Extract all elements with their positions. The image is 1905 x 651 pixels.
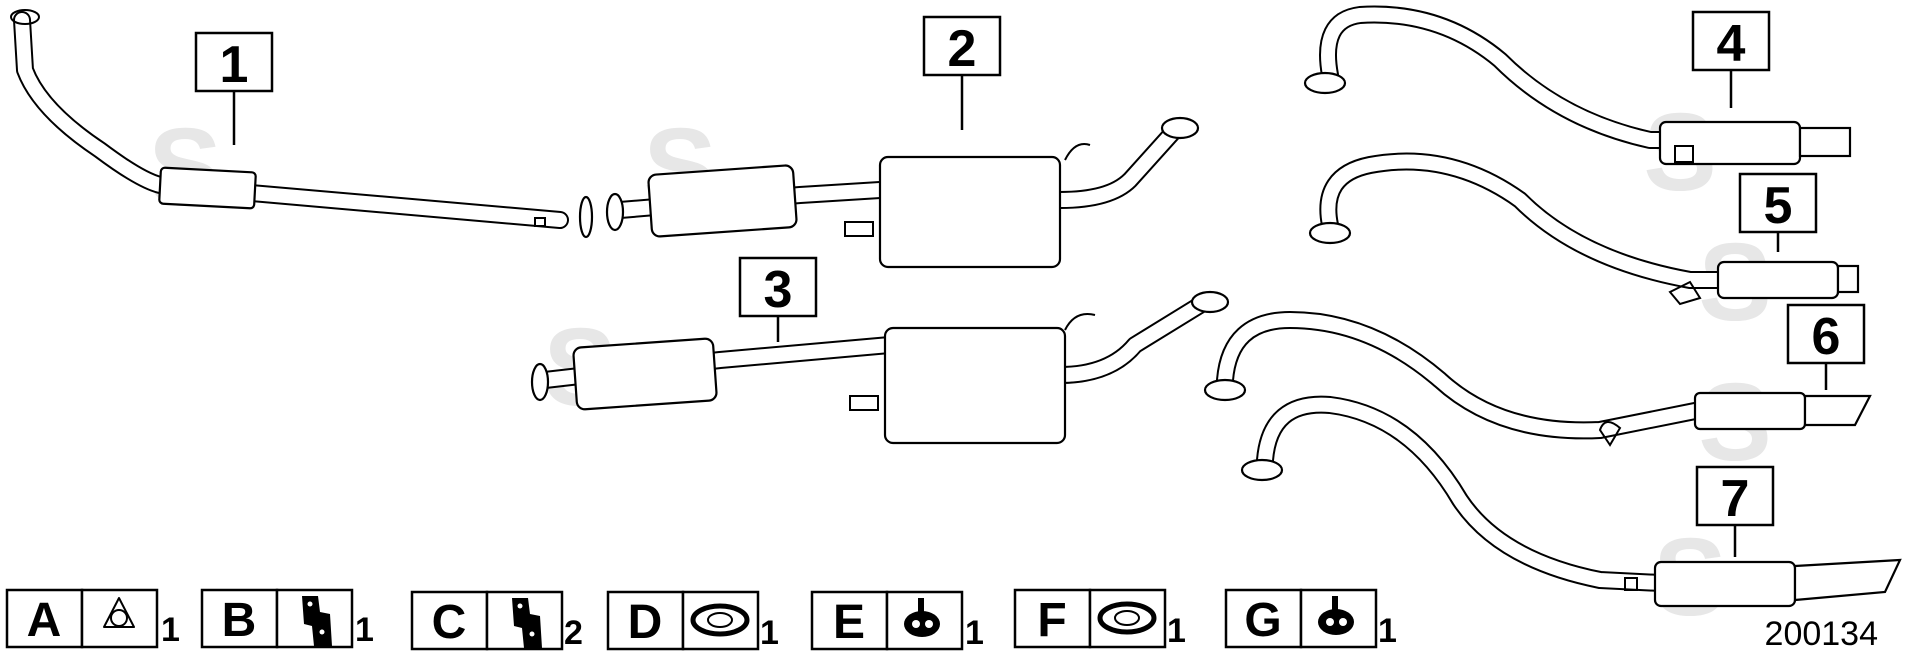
legend-letter: D [628, 596, 663, 649]
legend-item-a: A 1 [5, 588, 180, 649]
legend: A 1 B 1 C [5, 588, 1397, 651]
legend-qty: 1 [355, 611, 374, 649]
part-2-muffler-assembly [605, 116, 1200, 269]
legend-qty: 1 [161, 611, 180, 649]
diagram-id: 200134 [1765, 615, 1878, 651]
legend-item-e: E 1 [810, 590, 984, 651]
callout-label: 7 [1721, 470, 1750, 528]
callout-label: 5 [1764, 177, 1793, 235]
mounting-bracket-icon [302, 596, 332, 646]
part-6-rear-pipe [1203, 311, 1872, 447]
mounting-bracket-icon [512, 598, 542, 648]
callout-1: 1 [194, 31, 274, 145]
callout-5: 5 [1738, 172, 1818, 252]
legend-qty: 1 [965, 614, 984, 651]
oval-gasket-icon [1097, 601, 1157, 635]
oval-gasket-icon [690, 603, 750, 637]
callout-label: 4 [1717, 15, 1746, 73]
legend-letter: E [833, 596, 865, 649]
callout-6: 6 [1786, 303, 1866, 390]
flange-gasket-icon [103, 597, 135, 628]
part-3-muffler-assembly [530, 290, 1230, 445]
rubber-hanger-icon [1318, 596, 1354, 635]
legend-item-g: G 1 [1224, 588, 1397, 650]
legend-letter: F [1037, 594, 1066, 647]
legend-letter: G [1244, 594, 1281, 647]
part-4-rear-pipe [1303, 5, 1852, 166]
part-5-rear-pipe [1308, 152, 1860, 306]
callout-2: 2 [922, 15, 1002, 130]
callout-label: 6 [1812, 308, 1841, 366]
legend-qty: 2 [564, 614, 583, 651]
legend-qty: 1 [1167, 612, 1186, 650]
callout-3: 3 [738, 256, 818, 342]
callout-label: 2 [948, 20, 977, 78]
callout-7: 7 [1695, 465, 1775, 557]
part-1-front-pipe [10, 9, 594, 239]
legend-letter: A [27, 594, 62, 647]
legend-qty: 1 [760, 614, 779, 651]
watermark: S [148, 106, 221, 229]
legend-qty: 1 [1378, 612, 1397, 650]
legend-letter: C [432, 596, 467, 649]
legend-item-b: B 1 [200, 588, 374, 649]
callout-label: 1 [220, 36, 249, 94]
legend-item-f: F 1 [1013, 588, 1186, 650]
legend-letter: B [222, 594, 257, 647]
callout-4: 4 [1691, 10, 1771, 108]
part-7-rear-pipe [1240, 395, 1902, 608]
rubber-hanger-icon [904, 598, 940, 637]
legend-item-c: C 2 [410, 590, 583, 651]
callout-label: 3 [764, 261, 793, 319]
legend-item-d: D 1 [606, 590, 779, 651]
